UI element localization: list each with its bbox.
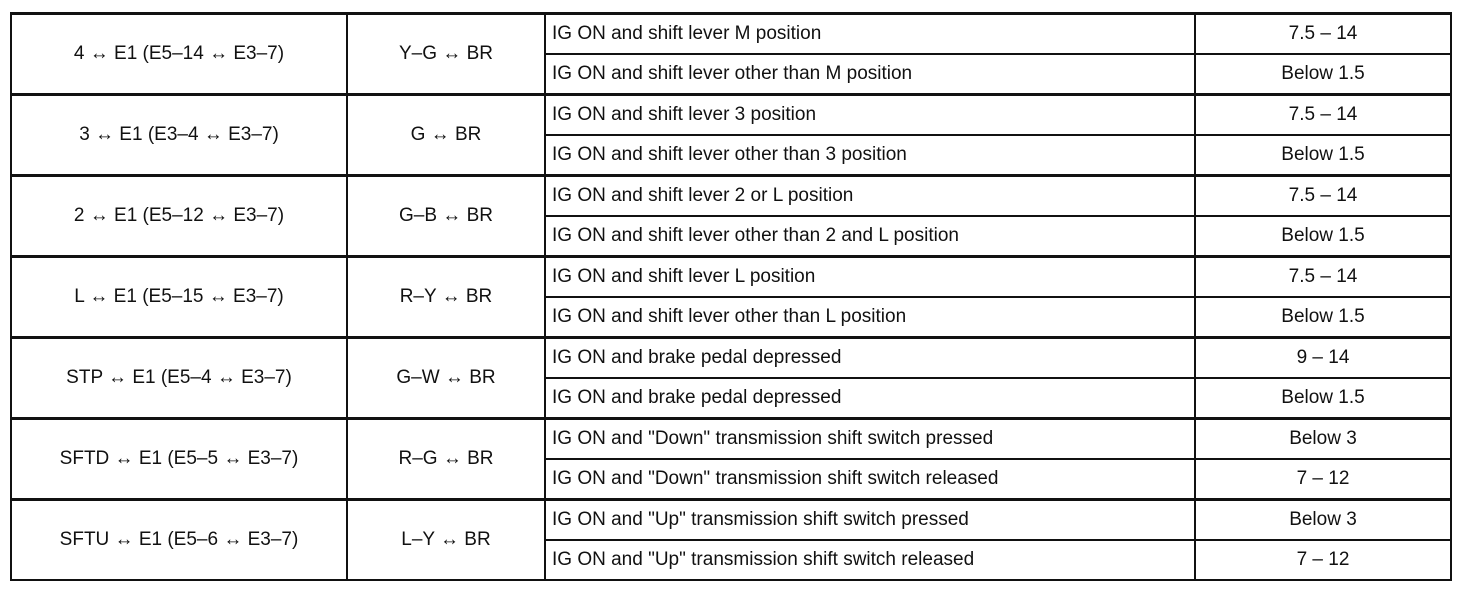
- condition-cell: IG ON and brake pedal depressed: [544, 377, 1196, 420]
- wire-color-cell: R–G ↔ BR: [346, 417, 546, 501]
- condition-cell: IG ON and shift lever other than L posit…: [544, 296, 1196, 339]
- specified-condition-cell: 7.5 – 14: [1194, 93, 1452, 136]
- terminal-cell: STP ↔ E1 (E5–4 ↔ E3–7): [10, 336, 348, 420]
- condition-cell: IG ON and shift lever other than 2 and L…: [544, 215, 1196, 258]
- specified-condition-cell: 7.5 – 14: [1194, 12, 1452, 55]
- condition-cell: IG ON and "Up" transmission shift switch…: [544, 539, 1196, 581]
- specified-condition-cell: 7.5 – 14: [1194, 255, 1452, 298]
- wire-color-cell: Y–G ↔ BR: [346, 12, 546, 96]
- table-row: IG ON and "Up" transmission shift switch…: [11, 539, 1452, 581]
- table-row: IG ON and "Down" transmission shift swit…: [11, 458, 1452, 501]
- table-row: IG ON and shift lever other than M posit…: [11, 53, 1452, 96]
- terminal-cell: SFTU ↔ E1 (E5–6 ↔ E3–7): [10, 498, 348, 581]
- specified-condition-cell: 7.5 – 14: [1194, 174, 1452, 217]
- wire-color-cell: R–Y ↔ BR: [346, 255, 546, 339]
- condition-cell: IG ON and "Up" transmission shift switch…: [544, 498, 1196, 541]
- condition-cell: IG ON and "Down" transmission shift swit…: [544, 458, 1196, 501]
- wire-color-cell: G–W ↔ BR: [346, 336, 546, 420]
- terminal-voltage-table: 4 ↔ E1 (E5–14 ↔ E3–7) Y–G ↔ BR IG ON and…: [10, 12, 1452, 581]
- specified-condition-cell: Below 1.5: [1194, 134, 1452, 177]
- specified-condition-cell: Below 1.5: [1194, 377, 1452, 420]
- table-row: IG ON and shift lever other than L posit…: [11, 296, 1452, 339]
- specified-condition-cell: Below 1.5: [1194, 53, 1452, 96]
- terminal-cell: 3 ↔ E1 (E3–4 ↔ E3–7): [10, 93, 348, 177]
- table-row: IG ON and shift lever other than 3 posit…: [11, 134, 1452, 177]
- table-row: STP ↔ E1 (E5–4 ↔ E3–7) G–W ↔ BR IG ON an…: [10, 336, 1452, 420]
- wire-color-cell: L–Y ↔ BR: [346, 498, 546, 581]
- condition-cell: IG ON and "Down" transmission shift swit…: [544, 417, 1196, 460]
- table-row: L ↔ E1 (E5–15 ↔ E3–7) R–Y ↔ BR IG ON and…: [10, 255, 1452, 339]
- specified-condition-cell: Below 1.5: [1194, 215, 1452, 258]
- condition-cell: IG ON and shift lever other than 3 posit…: [544, 134, 1196, 177]
- specified-condition-cell: Below 3: [1194, 498, 1452, 541]
- table-body: 4 ↔ E1 (E5–14 ↔ E3–7) Y–G ↔ BR IG ON and…: [10, 12, 1452, 581]
- condition-cell: IG ON and shift lever other than M posit…: [544, 53, 1196, 96]
- specified-condition-cell: 7 – 12: [1194, 539, 1452, 581]
- table-row: 4 ↔ E1 (E5–14 ↔ E3–7) Y–G ↔ BR IG ON and…: [10, 12, 1452, 96]
- table-row: 2 ↔ E1 (E5–12 ↔ E3–7) G–B ↔ BR IG ON and…: [10, 174, 1452, 258]
- specified-condition-cell: 9 – 14: [1194, 336, 1452, 379]
- table-row: IG ON and brake pedal depressed Below 1.…: [11, 377, 1452, 420]
- table-row: SFTD ↔ E1 (E5–5 ↔ E3–7) R–G ↔ BR IG ON a…: [10, 417, 1452, 501]
- wire-color-cell: G ↔ BR: [346, 93, 546, 177]
- table-row: IG ON and shift lever other than 2 and L…: [11, 215, 1452, 258]
- terminal-cell: SFTD ↔ E1 (E5–5 ↔ E3–7): [10, 417, 348, 501]
- terminal-cell: 4 ↔ E1 (E5–14 ↔ E3–7): [10, 12, 348, 96]
- condition-cell: IG ON and shift lever M position: [544, 12, 1196, 55]
- condition-cell: IG ON and shift lever L position: [544, 255, 1196, 298]
- table-row: SFTU ↔ E1 (E5–6 ↔ E3–7) L–Y ↔ BR IG ON a…: [10, 498, 1452, 581]
- condition-cell: IG ON and shift lever 2 or L position: [544, 174, 1196, 217]
- condition-cell: IG ON and shift lever 3 position: [544, 93, 1196, 136]
- specified-condition-cell: 7 – 12: [1194, 458, 1452, 501]
- specified-condition-cell: Below 1.5: [1194, 296, 1452, 339]
- wire-color-cell: G–B ↔ BR: [346, 174, 546, 258]
- terminal-cell: L ↔ E1 (E5–15 ↔ E3–7): [10, 255, 348, 339]
- terminal-cell: 2 ↔ E1 (E5–12 ↔ E3–7): [10, 174, 348, 258]
- condition-cell: IG ON and brake pedal depressed: [544, 336, 1196, 379]
- specified-condition-cell: Below 3: [1194, 417, 1452, 460]
- terminal-voltage-table-container: 4 ↔ E1 (E5–14 ↔ E3–7) Y–G ↔ BR IG ON and…: [10, 12, 1452, 581]
- table-row: 3 ↔ E1 (E3–4 ↔ E3–7) G ↔ BR IG ON and sh…: [10, 93, 1452, 177]
